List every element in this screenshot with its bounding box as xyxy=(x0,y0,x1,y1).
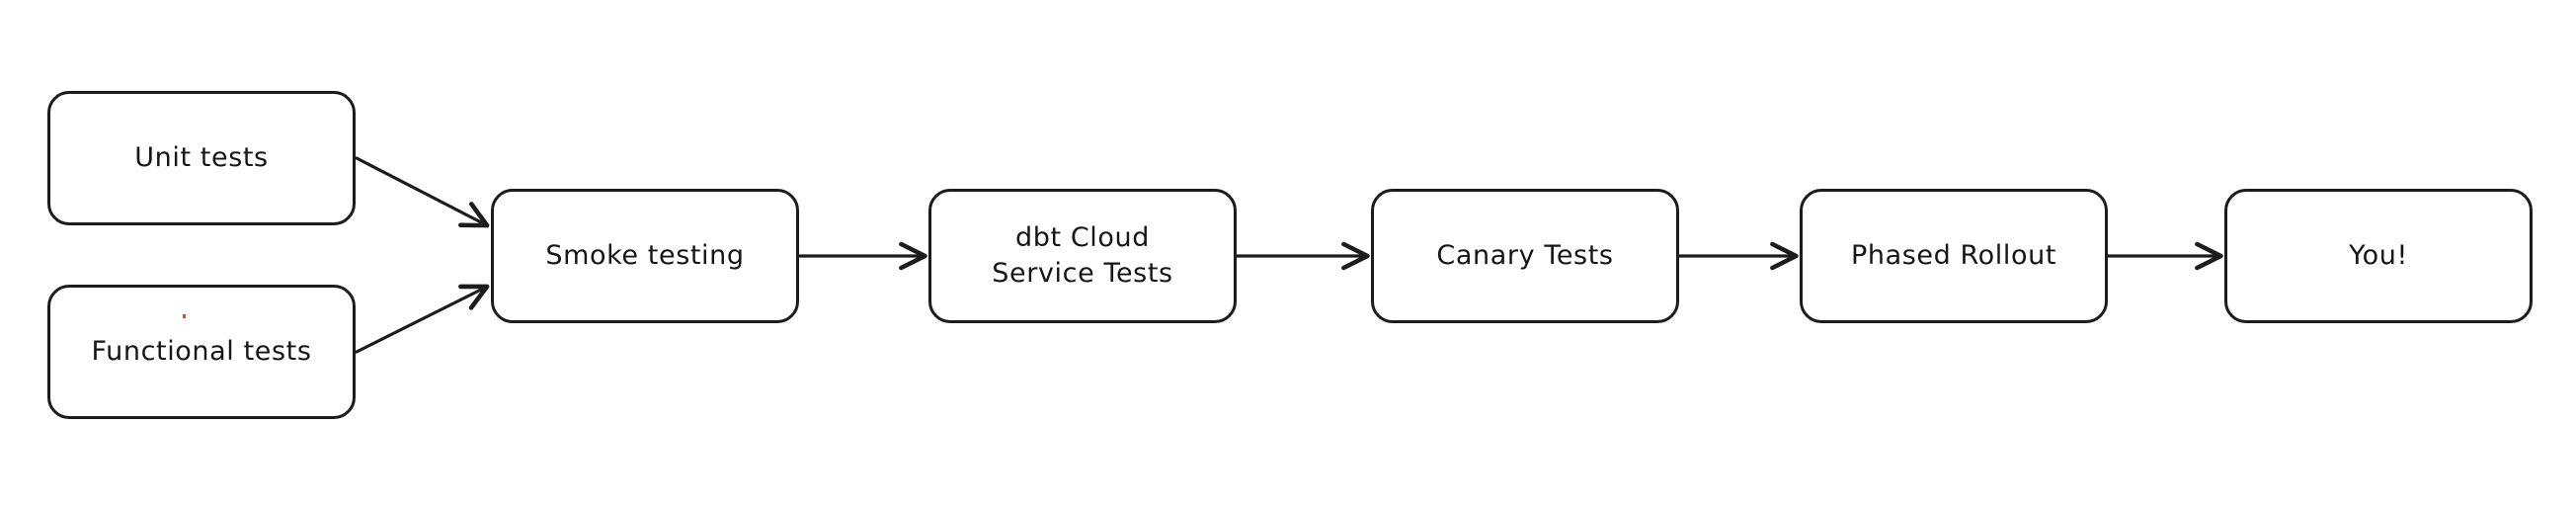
node-you[interactable]: You! xyxy=(2224,189,2533,323)
node-canary-tests-label: Canary Tests xyxy=(1436,240,1614,272)
node-smoke-testing[interactable]: Smoke testing xyxy=(491,189,799,323)
node-phased-rollout[interactable]: Phased Rollout xyxy=(1800,189,2108,323)
edge-functional-to-smoke xyxy=(355,284,490,354)
node-dbt-cloud-service-tests-label: dbt Cloud Service Tests xyxy=(992,222,1173,289)
node-functional-tests[interactable]: Functional tests xyxy=(47,285,356,419)
node-phased-rollout-label: Phased Rollout xyxy=(1850,240,2057,272)
node-functional-tests-label: Functional tests xyxy=(91,336,312,368)
edge-unit-to-smoke xyxy=(355,156,490,228)
node-smoke-testing-label: Smoke testing xyxy=(545,240,745,272)
node-unit-tests-label: Unit tests xyxy=(134,142,269,174)
node-you-label: You! xyxy=(2349,240,2408,272)
node-canary-tests[interactable]: Canary Tests xyxy=(1371,189,1679,323)
red-speck-mark xyxy=(183,314,186,318)
node-dbt-cloud-service-tests[interactable]: dbt Cloud Service Tests xyxy=(928,189,1237,323)
node-unit-tests[interactable]: Unit tests xyxy=(47,91,356,225)
